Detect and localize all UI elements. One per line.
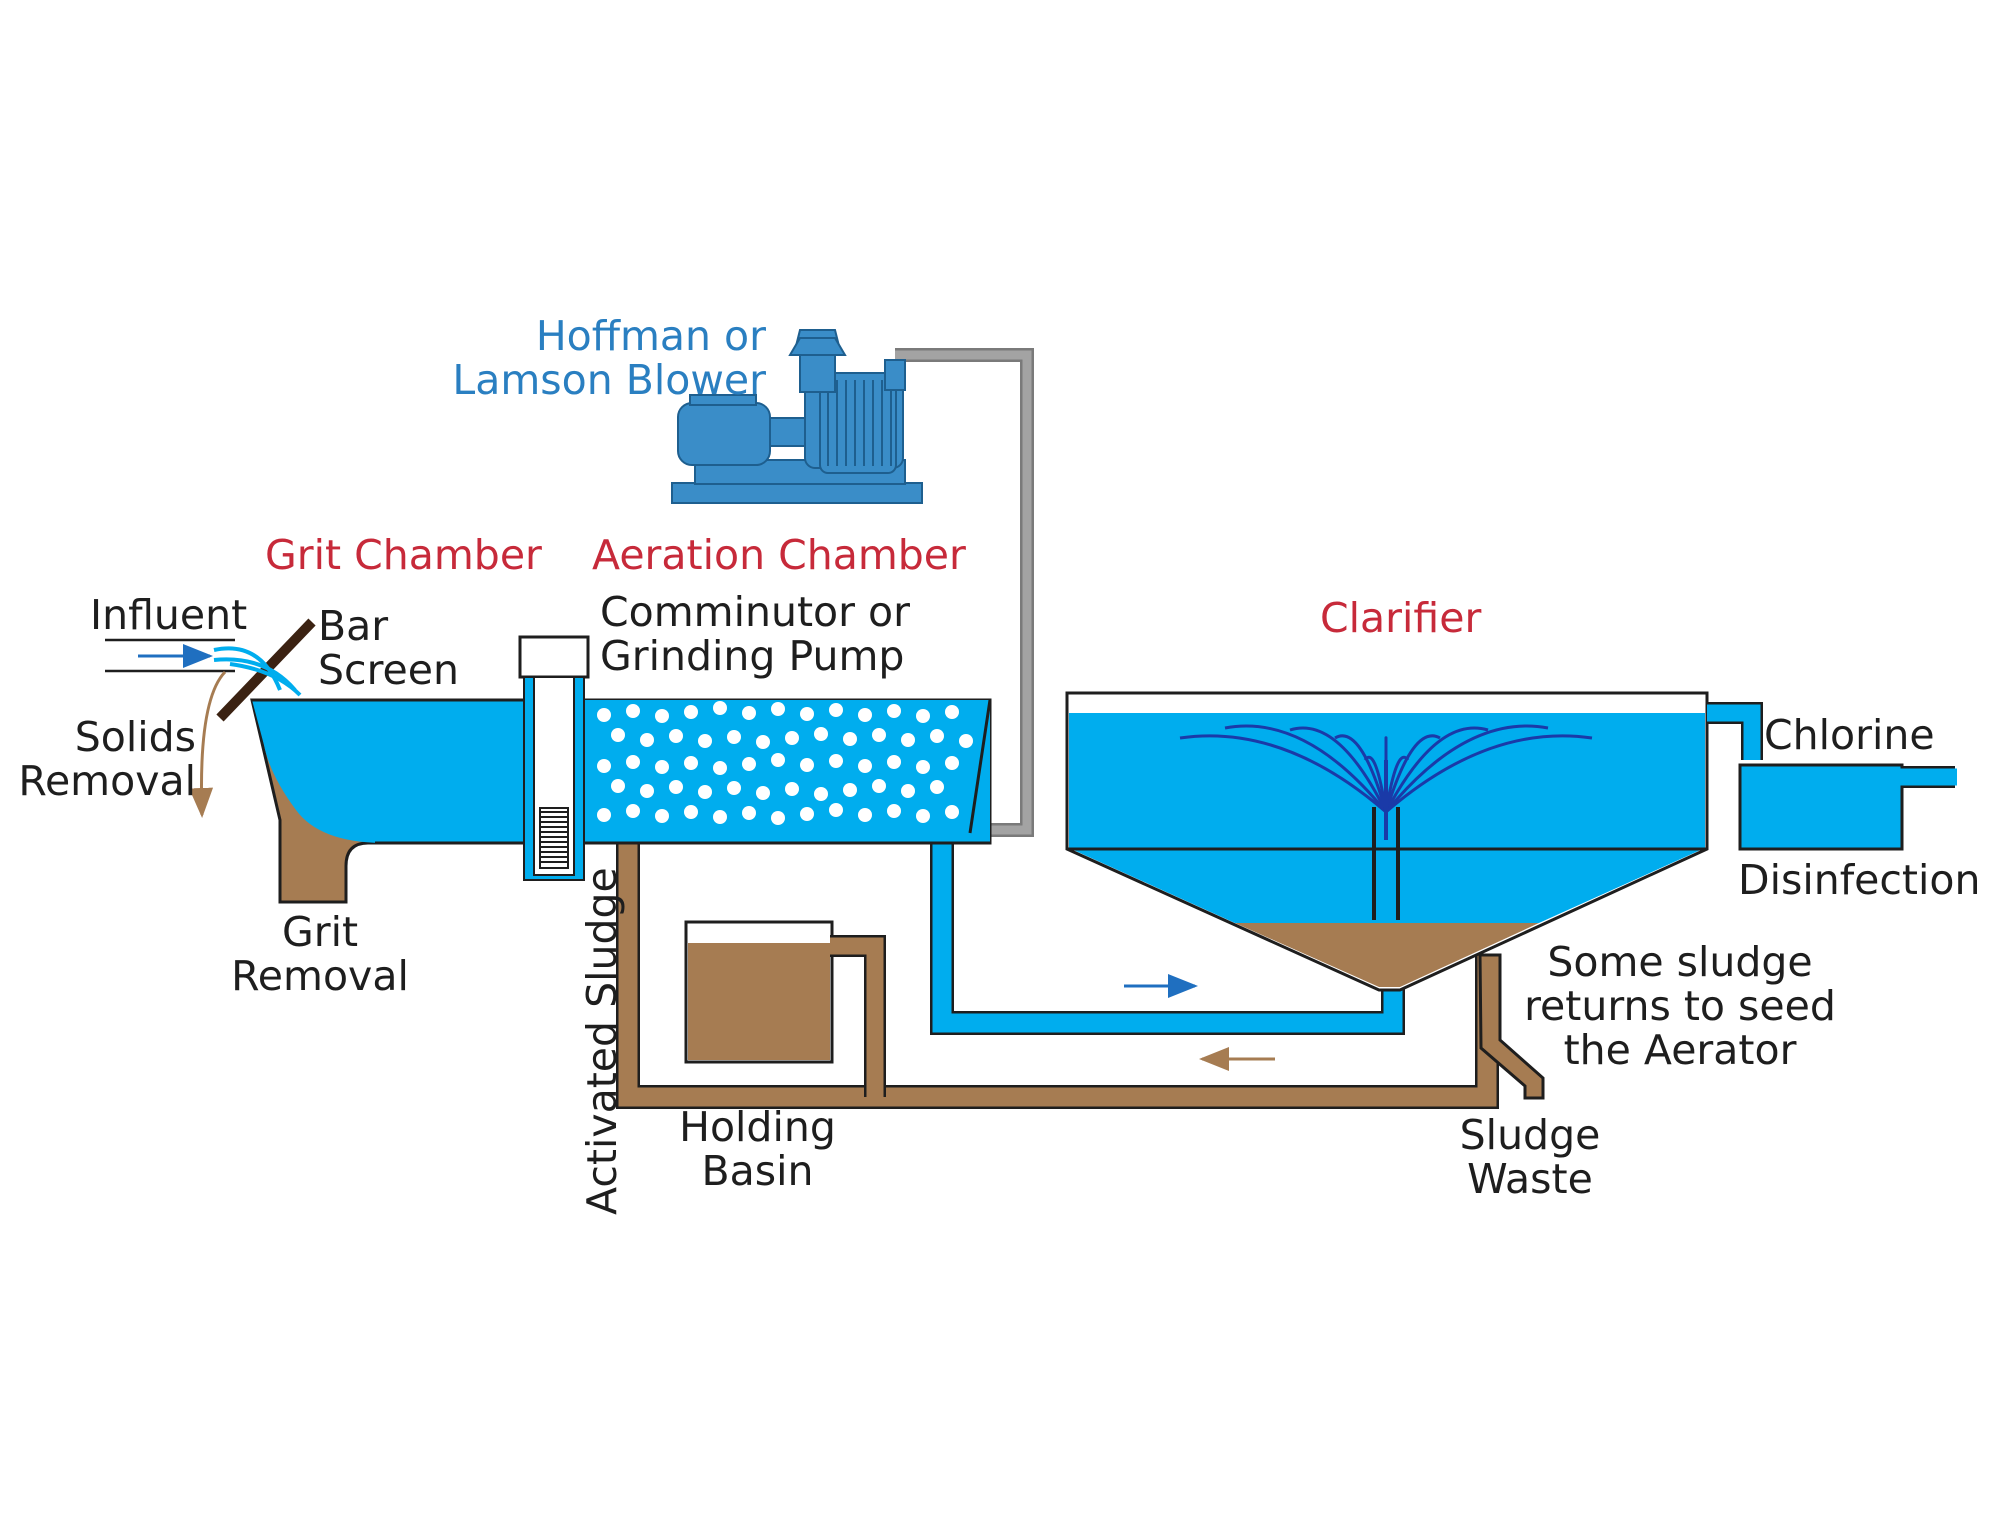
holding-basin [684, 920, 886, 1097]
bar-screen-label: Bar Screen [318, 602, 459, 694]
disinfection-label: Disinfection [1738, 856, 1981, 904]
sludge-return-note: Some sludge returns to seed the Aerator [1524, 938, 1836, 1074]
bar-screen [216, 618, 316, 722]
sludge-waste-pipe [1478, 953, 1545, 1100]
solids-removal-arrow [189, 670, 227, 818]
grit-removal-label: Grit Removal [231, 908, 409, 1000]
grit-chamber-title: Grit Chamber [265, 531, 542, 579]
solids-removal-label: Solids Removal [18, 713, 196, 805]
aeration-chamber [579, 699, 992, 834]
chlorine-label: Chlorine [1764, 711, 1935, 759]
aeration-chamber-title: Aeration Chamber [592, 531, 966, 579]
clarifier-title: Clarifier [1320, 594, 1482, 642]
distribution-spray [1179, 724, 1593, 840]
air-bubbles [597, 701, 973, 825]
activated-sludge-label: Activated Sludge [578, 867, 626, 1215]
influent-pipe [105, 638, 302, 697]
influent-label: Influent [90, 591, 248, 639]
comminutor-label: Comminutor or Grinding Pump [600, 588, 910, 680]
blower [671, 329, 923, 504]
holding-basin-label: Holding Basin [679, 1103, 836, 1195]
clarifier-tank [1065, 691, 1709, 992]
sludge-waste-label: Sludge Waste [1459, 1111, 1601, 1203]
comminutor-pump [518, 635, 590, 881]
disinfection-tank [1707, 702, 1957, 851]
blower-label: Hoffman or Lamson Blower [452, 312, 766, 404]
